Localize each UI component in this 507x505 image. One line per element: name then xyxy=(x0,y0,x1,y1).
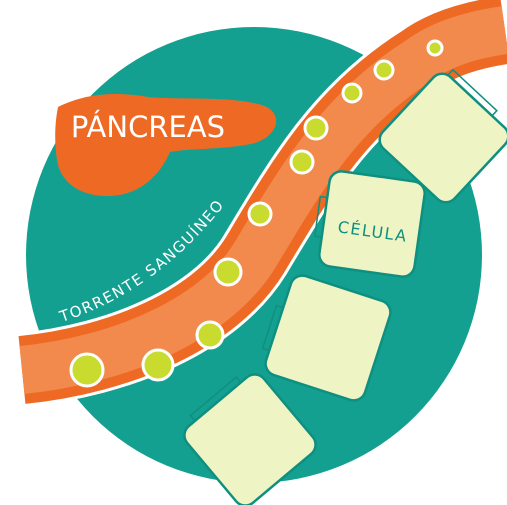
insulin-particle xyxy=(249,203,271,225)
insulin-particle xyxy=(305,117,327,139)
insulin-particle xyxy=(428,41,442,55)
insulin-particle xyxy=(197,322,223,348)
insulin-particle xyxy=(343,84,361,102)
insulin-particle xyxy=(215,259,241,285)
insulin-particle xyxy=(291,151,313,173)
pancreas-label: PÁNCREAS xyxy=(71,110,225,144)
insulin-particle xyxy=(71,354,103,386)
insulin-particle xyxy=(375,61,393,79)
insulin-particle xyxy=(143,350,173,380)
